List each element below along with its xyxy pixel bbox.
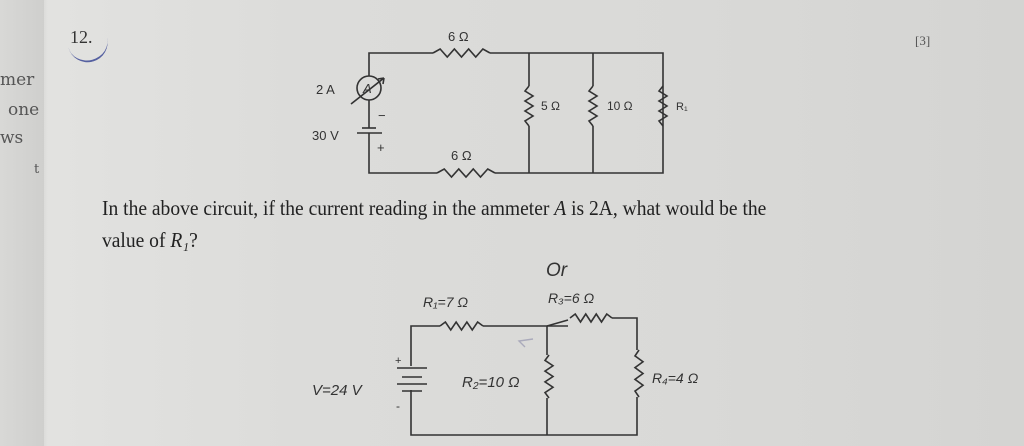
r4-label: R₄=4 Ω: [652, 370, 699, 386]
margin-fragment: mer: [0, 70, 35, 90]
resistor-r1-label: R₁: [676, 101, 688, 113]
resistor-10-label: 10 Ω: [607, 99, 633, 113]
resistor-5-label: 5 Ω: [541, 99, 560, 113]
ammeter-needle: [350, 77, 385, 105]
question-number: 12.: [70, 27, 93, 47]
question-line1-start: In the above circuit, if the current rea…: [102, 196, 555, 220]
r2-label: R₂=10 Ω: [462, 374, 520, 391]
resistor-10-ohm: [587, 85, 599, 127]
r1-variable: R₁: [170, 228, 190, 252]
ammeter-variable: A: [554, 196, 567, 220]
pencil-mark: [517, 338, 534, 348]
margin-fragment: ws: [0, 128, 24, 148]
question-line1-end: is 2A, what would be the: [566, 196, 767, 220]
r1-label: R₁=7 Ω: [423, 294, 468, 310]
resistor-5-ohm: [523, 85, 535, 127]
resistor-r3: [569, 312, 613, 324]
battery-plus: +: [395, 355, 401, 367]
adjacent-page-edge: [0, 0, 44, 446]
ammeter-symbol: A: [362, 81, 372, 96]
resistor-r2: [543, 354, 555, 399]
r3-label: R₃=6 Ω: [548, 290, 595, 306]
question-line2-start: value of: [102, 228, 171, 252]
margin-fragment: one: [8, 100, 40, 120]
wire: [546, 319, 569, 327]
resistor-6-ohm-top: [432, 47, 491, 59]
resistor-r1: [439, 320, 484, 332]
battery-minus: −: [378, 108, 386, 123]
top-resistor-label: 6 Ω: [448, 29, 469, 44]
battery-plus: +: [377, 140, 385, 155]
resistor-6-ohm-bottom: [436, 167, 496, 179]
ammeter-icon: [356, 75, 382, 101]
marks-label: [3]: [915, 33, 931, 48]
resistor-r1: [657, 85, 669, 127]
voltage-label: V=24 V: [312, 382, 364, 399]
or-label: Or: [546, 260, 568, 281]
circuit-1: A − + 2 A 30 V 6 Ω 6 Ω 5 Ω 10 Ω R₁: [312, 29, 688, 179]
battery-voltage-label: 30 V: [312, 128, 339, 143]
ammeter-reading-label: 2 A: [316, 82, 335, 97]
battery-minus: -: [396, 399, 400, 413]
wire: [368, 52, 664, 174]
circuit-2: Or + - V=24 V R₁=7 Ω R₃=6 Ω R₂=10 Ω R₄=4…: [312, 260, 699, 436]
resistor-r4: [633, 349, 645, 398]
question-mark: ?: [189, 228, 198, 252]
bottom-resistor-label: 6 Ω: [451, 148, 472, 163]
margin-fragment: t: [34, 162, 40, 177]
wire: [410, 317, 638, 436]
question-text: In the above circuit, if the current rea…: [102, 192, 902, 256]
